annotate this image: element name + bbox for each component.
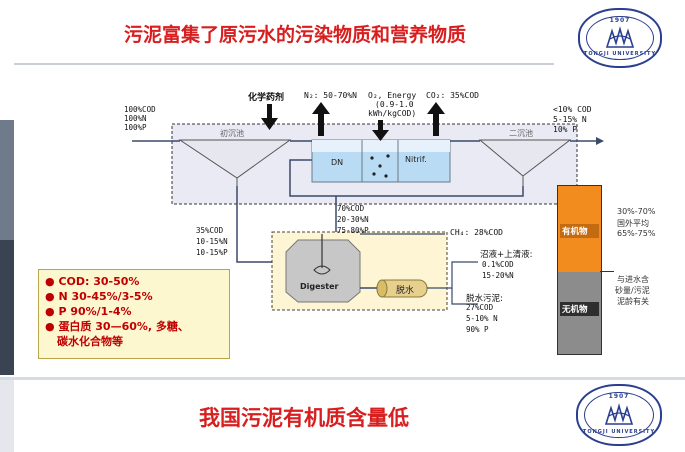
filtrate-n: 15-20%N <box>482 271 514 280</box>
organic-note-3: 65%-75% <box>617 229 656 238</box>
legend-item-carbohydrate: 碳水化合物等 <box>57 335 123 348</box>
bar-divider-tick <box>600 271 614 272</box>
influent-n: 100%N <box>124 114 147 123</box>
composition-bar: 有机物 无机物 <box>557 185 602 355</box>
o2-energy-range: (0.9-1.0 <box>375 100 414 109</box>
digester-label: Digester <box>300 282 339 291</box>
dewatered-sludge-cod: 27%COD <box>466 303 494 312</box>
legend-item-cod: ● COD: 30-50% <box>45 275 140 288</box>
influent-cod: 100%COD <box>124 105 156 114</box>
university-seal-top: 1907 TONGJI UNIVERSITY <box>578 8 662 68</box>
top-header <box>0 0 685 72</box>
primary-clarifier-shape <box>178 139 292 179</box>
slide-separator <box>0 377 685 380</box>
page-title: 污泥富集了原污水的污染物质和营养物质 <box>124 24 467 46</box>
effluent-p: 10% P <box>553 125 578 134</box>
organic-note-1: 30%-70% <box>617 207 656 216</box>
n2-release-label: N₂: 50-70%N <box>304 91 357 100</box>
legend-item-protein: ● 蛋白质 30—60%, 多糖、 <box>45 320 189 333</box>
o2-energy-unit: kWh/kgCOD) <box>368 109 417 118</box>
o2-energy-label: O₂, Energy <box>368 91 417 100</box>
waste-sludge-p: 75-80%P <box>337 226 369 235</box>
influent-p: 100%P <box>124 123 147 132</box>
effluent-n: 5-15% N <box>553 115 587 124</box>
university-seal-bottom: 1907 TONGJI UNIVERSITY <box>576 384 662 446</box>
primary-sludge-cod: 35%COD <box>196 226 224 235</box>
nitrif-tank-label: Nitrif. <box>405 155 427 164</box>
waste-sludge-n: 20-30%N <box>337 215 369 224</box>
primary-sludge-n: 10-15%N <box>196 237 228 246</box>
bottom-slide-title: 我国污泥有机质含量低 <box>199 406 409 430</box>
filtrate-title: 沼液+上清液: <box>480 250 533 260</box>
inorganic-label: 无机物 <box>562 305 588 315</box>
chemicals-label: 化学药剂 <box>248 93 285 103</box>
dewatering-label: 脱水 <box>396 286 415 296</box>
organic-label-bg <box>560 224 599 238</box>
organic-label: 有机物 <box>562 227 588 237</box>
ch4-label: CH₄: 28%COD <box>450 228 503 237</box>
effluent-cod: <10% COD <box>553 105 592 114</box>
side-stripe-light <box>0 120 14 240</box>
dewatered-sludge-p: 90% P <box>466 325 489 334</box>
waste-sludge-cod: 70%COD <box>337 204 365 213</box>
dewatered-sludge-n: 5-10% N <box>466 314 498 323</box>
primary-sludge-p: 10-15%P <box>196 248 228 257</box>
co2-release-label: CO₂: 35%COD <box>426 91 479 100</box>
process-flow-diagram <box>132 102 604 311</box>
sludge-composition-box: ● COD: 30-50% ● N 30-45%/3-5% ● P 90%/1-… <box>38 269 230 359</box>
inorganic-note-1: 与进水含 <box>617 275 649 284</box>
bottom-side-stripe <box>0 380 14 452</box>
side-stripe-dark <box>0 240 14 375</box>
organic-note-2: 国外平均 <box>617 219 649 228</box>
header-divider <box>14 63 554 65</box>
legend-item-p: ● P 90%/1-4% <box>45 305 132 318</box>
filtrate-cod: 0.1%COD <box>482 260 514 269</box>
dn-tank-label: DN <box>331 158 344 167</box>
inorganic-note-2: 砂量/污泥 <box>615 286 650 295</box>
digester-shape <box>285 239 361 303</box>
primary-clarifier-label: 初沉池 <box>220 129 244 138</box>
inorganic-note-3: 泥龄有关 <box>617 297 649 306</box>
secondary-clarifier-shape <box>478 139 572 177</box>
inorganic-label-bg <box>560 302 599 316</box>
secondary-clarifier-label: 二沉池 <box>509 129 533 138</box>
dewatered-sludge-title: 脱水污泥: <box>466 294 503 304</box>
legend-item-n: ● N 30-45%/3-5% <box>45 290 153 303</box>
